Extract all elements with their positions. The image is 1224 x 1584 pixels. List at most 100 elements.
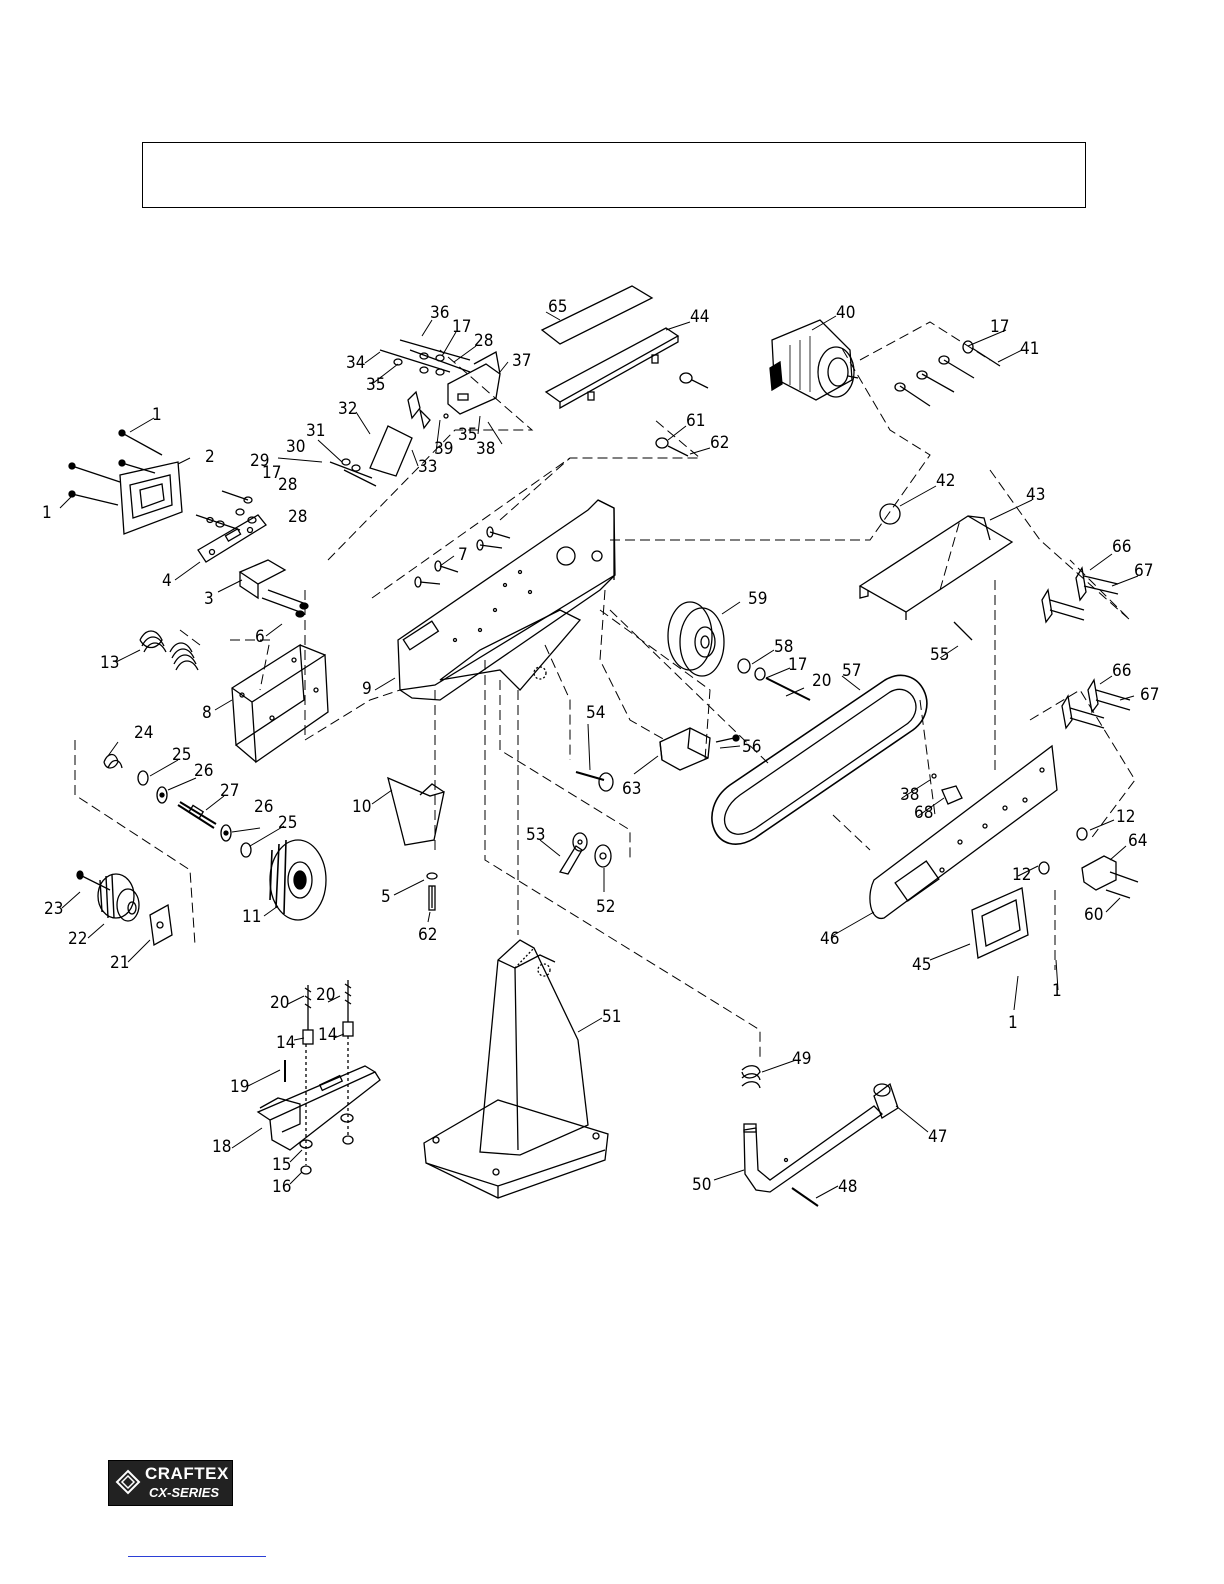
part-2-plate — [120, 462, 182, 534]
label-17: 17 — [788, 655, 807, 675]
label-15: 15 — [272, 1155, 291, 1175]
label-35: 35 — [458, 425, 477, 445]
label-40: 40 — [836, 303, 855, 323]
part-30-31-screws — [330, 459, 376, 486]
part-56-screw — [716, 735, 739, 742]
part-18-tension-arm — [258, 1066, 380, 1150]
label-54: 54 — [586, 703, 605, 723]
label-26: 26 — [194, 761, 213, 781]
label-67: 67 — [1140, 685, 1159, 705]
label-14: 14 — [276, 1033, 295, 1053]
label-30: 30 — [286, 437, 305, 457]
screws-1 — [69, 430, 162, 505]
part-40-motor — [770, 320, 858, 400]
part-52-washer — [595, 845, 611, 867]
part-8-bracket — [232, 645, 328, 762]
part-27-shaft — [178, 802, 216, 828]
part-33-39-levers — [408, 392, 448, 428]
part-3-block — [240, 560, 285, 598]
part-60-screws — [1106, 872, 1138, 898]
part-34-36-screws — [380, 340, 470, 375]
label-27: 27 — [220, 781, 239, 801]
part-48-pin — [792, 1188, 818, 1206]
label-1: 1 — [1052, 981, 1062, 1001]
label-3: 3 — [204, 589, 214, 609]
logo-series: CX-SERIES — [149, 1485, 219, 1500]
part-63-block — [660, 728, 710, 770]
part-28-29-washers — [196, 491, 256, 530]
label-1: 1 — [1008, 1013, 1018, 1033]
part-57-belt — [712, 675, 927, 844]
label-7: 7 — [458, 545, 468, 565]
label-1: 1 — [42, 503, 52, 523]
label-9: 9 — [362, 679, 372, 699]
label-51: 51 — [602, 1007, 621, 1027]
part-24-spring — [104, 755, 122, 769]
craftex-diamond-icon — [115, 1469, 141, 1495]
label-44: 44 — [690, 307, 709, 327]
part-22-knob — [98, 874, 139, 921]
part-10-chute — [388, 778, 444, 845]
label-5: 5 — [381, 887, 391, 907]
label-28: 28 — [278, 475, 297, 495]
logo-brand: CRAFTEX — [145, 1464, 229, 1484]
label-19: 19 — [230, 1077, 249, 1097]
label-25: 25 — [278, 813, 297, 833]
label-6: 6 — [255, 627, 265, 647]
label-58: 58 — [774, 637, 793, 657]
label-46: 46 — [820, 929, 839, 949]
craftex-logo: CRAFTEX CX-SERIES — [108, 1460, 233, 1506]
label-14: 14 — [318, 1025, 337, 1045]
label-22: 22 — [68, 929, 87, 949]
label-43: 43 — [1026, 485, 1045, 505]
label-66: 66 — [1112, 661, 1131, 681]
label-8: 8 — [202, 703, 212, 723]
label-26: 26 — [254, 797, 273, 817]
label-38: 38 — [476, 439, 495, 459]
label-64: 64 — [1128, 831, 1147, 851]
part-23-screw — [77, 871, 110, 890]
part-43-guard — [860, 516, 1012, 620]
label-17: 17 — [990, 317, 1009, 337]
part-9-main-frame — [398, 500, 615, 700]
label-37: 37 — [512, 351, 531, 371]
label-48: 48 — [838, 1177, 857, 1197]
label-63: 63 — [622, 779, 641, 799]
label-23: 23 — [44, 899, 63, 919]
label-62: 62 — [710, 433, 729, 453]
part-12-knobs — [1039, 828, 1087, 874]
part-51-stand — [424, 940, 608, 1198]
label-60: 60 — [1084, 905, 1103, 925]
label-61: 61 — [686, 411, 705, 431]
part-55-screw — [954, 622, 972, 640]
part-47-grip — [874, 1084, 898, 1118]
part-15-16-nuts — [300, 1036, 353, 1174]
label-42: 42 — [936, 471, 955, 491]
part-13-springs — [140, 631, 198, 670]
label-49: 49 — [792, 1049, 811, 1069]
part-32-plate — [370, 426, 412, 476]
label-20: 20 — [812, 671, 831, 691]
label-68: 68 — [914, 803, 933, 823]
label-20: 20 — [270, 993, 289, 1013]
label-57: 57 — [842, 661, 861, 681]
part-50-handle — [744, 1106, 882, 1192]
label-35: 35 — [366, 375, 385, 395]
label-50: 50 — [692, 1175, 711, 1195]
label-47: 47 — [928, 1127, 947, 1147]
label-4: 4 — [162, 571, 172, 591]
footer-link-underline[interactable] — [128, 1556, 266, 1557]
label-66: 66 — [1112, 537, 1131, 557]
label-32: 32 — [338, 399, 357, 419]
part-38-68-clip — [932, 774, 962, 804]
label-62: 62 — [418, 925, 437, 945]
label-53: 53 — [526, 825, 545, 845]
callout-labels: 1 1 1 1 2 3 4 5 6 7 8 9 10 11 12 12 13 1… — [42, 297, 1159, 1197]
part-11-drum — [270, 840, 326, 920]
label-34: 34 — [346, 353, 365, 373]
label-12: 12 — [1116, 807, 1135, 827]
label-20: 20 — [316, 985, 335, 1005]
label-39: 39 — [434, 439, 453, 459]
part-49-spring — [742, 1066, 760, 1088]
